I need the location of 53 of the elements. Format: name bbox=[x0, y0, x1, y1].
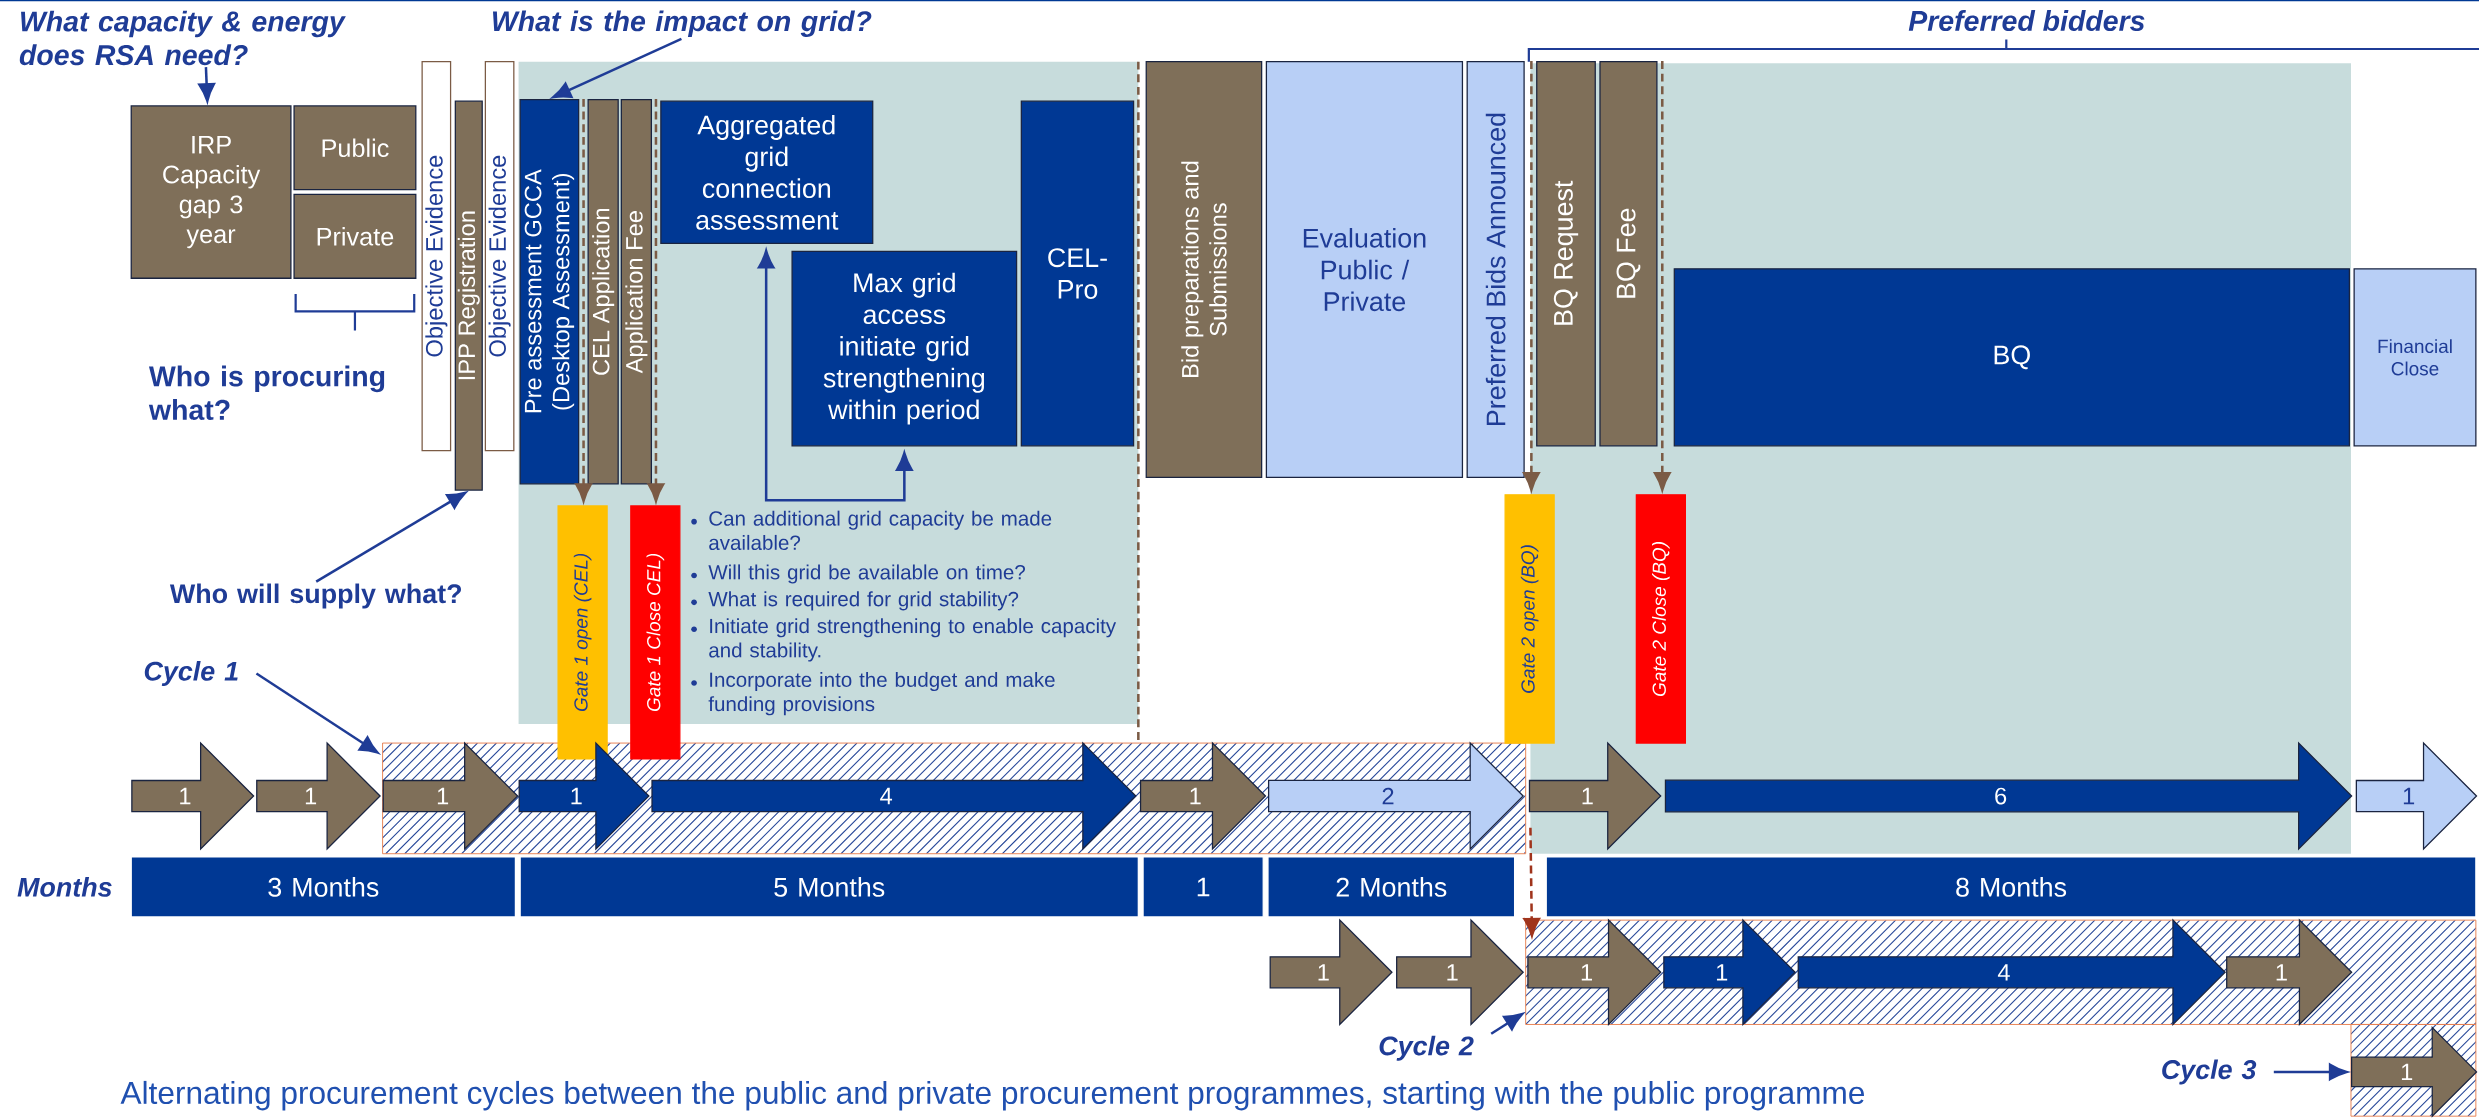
process-box: Application Fee bbox=[620, 99, 652, 485]
process-box: Objective Evidence bbox=[484, 61, 515, 452]
dashed-arrow bbox=[1653, 472, 1671, 491]
process-box: BQ bbox=[1673, 268, 2350, 447]
bullet-text: Can additional grid capacity be made available? bbox=[709, 510, 1052, 551]
double-arrow bbox=[757, 249, 913, 502]
arrow bbox=[552, 37, 682, 99]
dashed-arrow bbox=[575, 483, 592, 503]
process-box: BQ Request bbox=[1536, 61, 1596, 447]
caption: Alternating procurement cycles between the public and private procurement programmes, starting with the public programme bbox=[120, 1081, 1864, 1111]
month-bar: 5 Months bbox=[519, 856, 1139, 918]
month-bar: 3 Months bbox=[130, 856, 517, 918]
question-text: What is the impact on grid? bbox=[493, 10, 872, 38]
arrow bbox=[198, 67, 216, 103]
month-bar: 2 Months bbox=[1267, 856, 1516, 918]
process-box: Public bbox=[293, 105, 417, 191]
bullet-text: Initiate grid strengthening to enable capacity and stability. bbox=[709, 618, 1117, 662]
gate-box: Gate 2 Close (BQ) bbox=[1635, 494, 1686, 744]
month-bar: 8 Months bbox=[1545, 856, 2477, 918]
arrow bbox=[1490, 1013, 1524, 1035]
process-box: IPP Registration bbox=[454, 100, 483, 491]
question-text: What capacity & energy does RSA need? bbox=[19, 10, 346, 66]
arrow bbox=[255, 672, 379, 754]
gate-box: Gate 1 open (CEL) bbox=[557, 505, 608, 760]
month-bar: 1 bbox=[1142, 856, 1264, 918]
process-box: CEL Application bbox=[587, 99, 619, 485]
cycle-label: Cycle 2 bbox=[1379, 1035, 1474, 1061]
process-box: Objective Evidence bbox=[421, 61, 452, 452]
dashed-arrow bbox=[1523, 827, 1541, 937]
cycle-label: Cycle 1 bbox=[144, 661, 238, 687]
process-box: Aggregated grid connection assessment bbox=[660, 100, 874, 245]
arrow bbox=[315, 491, 467, 583]
process-box: Financial Close bbox=[2353, 268, 2477, 447]
bullet-text: Will this grid be available on time? bbox=[708, 564, 1025, 584]
bullet-text: Incorporate into the budget and make funding provisions bbox=[708, 672, 1055, 716]
process-box: Evaluation Public / Private bbox=[1265, 61, 1464, 479]
question-text: Who will supply what? bbox=[169, 583, 461, 609]
process-box: Private bbox=[293, 193, 417, 279]
question-text: Who is procuring what? bbox=[148, 365, 385, 421]
gate-box: Gate 1 Close CEL) bbox=[630, 505, 681, 760]
bullet-text: What is required for grid stability? bbox=[708, 591, 1019, 611]
section-heading: Preferred bidders bbox=[1908, 10, 2145, 32]
arrow bbox=[2273, 1063, 2348, 1081]
process-box: Max grid access initiate grid strengthening within period bbox=[791, 250, 1018, 447]
process-box: Bid preparations and Submissions bbox=[1145, 61, 1263, 479]
axis-label: Months bbox=[17, 877, 112, 897]
process-box: Preferred Bids Announced bbox=[1466, 61, 1525, 479]
gate-box: Gate 2 open (BQ) bbox=[1504, 494, 1555, 744]
dashed-arrow bbox=[647, 483, 665, 503]
process-box: CEL-Pro bbox=[1020, 100, 1135, 447]
cycle-label: Cycle 3 bbox=[2162, 1059, 2257, 1085]
process-box: Pre assessment GCCA (Desktop Assessment) bbox=[519, 99, 580, 485]
process-box: BQ Fee bbox=[1599, 61, 1658, 447]
